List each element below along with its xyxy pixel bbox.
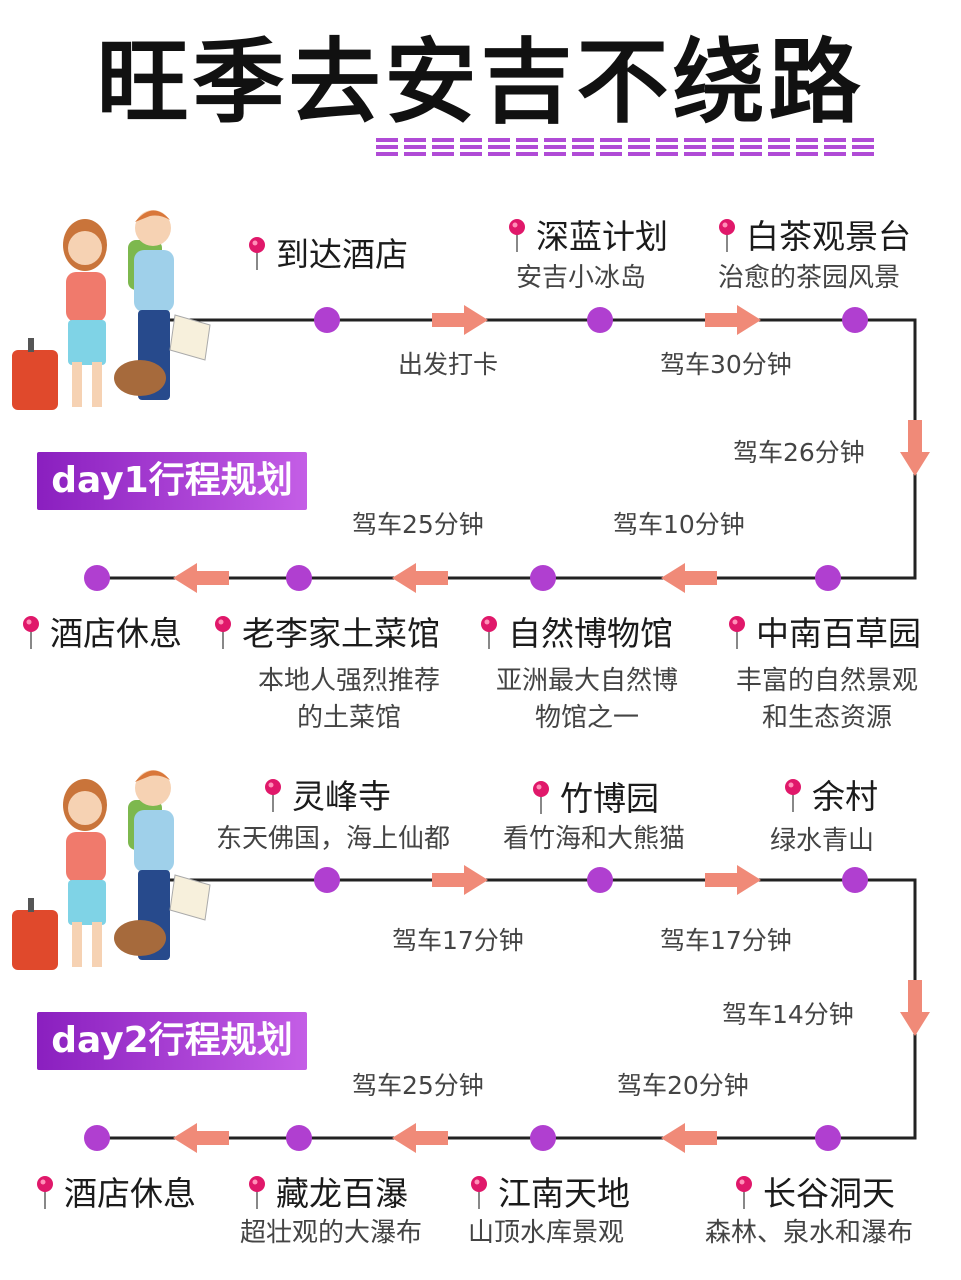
stop-label: 长谷洞天 — [735, 1167, 895, 1215]
left-arrow-icon — [392, 563, 448, 593]
stop-description-line: 丰富的自然景观 — [735, 666, 918, 696]
map-pin-icon — [729, 616, 745, 649]
travelers-illustration — [12, 210, 211, 410]
stop-label: 余村 — [784, 770, 878, 818]
stop-description: 亚洲最大自然博 物馆之一 — [487, 660, 687, 734]
drive-time: 驾车14分钟 — [722, 1000, 854, 1029]
stop-description: 东天佛国，海上仙都 — [216, 824, 451, 854]
day1-dots — [84, 307, 868, 591]
drive-time: 驾车25分钟 — [352, 510, 484, 539]
stop-name: 老李家土菜馆 — [242, 614, 440, 653]
day1-badge: day1行程规划 — [37, 452, 307, 510]
stop-name: 江南天地 — [498, 1174, 630, 1213]
map-pin-icon — [265, 779, 281, 812]
page-title: 旺季去安吉不绕路 — [96, 29, 865, 136]
drive-time: 驾车20分钟 — [617, 1071, 749, 1100]
drive-time: 驾车17分钟 — [392, 926, 524, 955]
stop-description-line: 的土菜馆 — [296, 703, 401, 733]
stop-label: 藏龙百瀑 — [248, 1167, 408, 1215]
stop-label: 酒店休息 — [22, 607, 182, 655]
map-pin-icon — [471, 1176, 487, 1209]
left-arrow-icon — [392, 1123, 448, 1153]
map-pin-icon — [533, 781, 549, 814]
drive-time: 驾车25分钟 — [352, 1071, 484, 1100]
map-pin-icon — [249, 237, 265, 270]
right-arrow-icon — [432, 305, 488, 335]
stop-name: 灵峰寺 — [292, 777, 391, 816]
map-pin-icon — [481, 616, 497, 649]
map-pin-icon — [785, 779, 801, 812]
stop-name: 酒店休息 — [64, 1174, 196, 1213]
stop-label: 白茶观景台 — [718, 210, 911, 258]
stop-description: 看竹海和大熊猫 — [503, 824, 686, 854]
stop-name: 酒店休息 — [50, 614, 182, 653]
map-pin-icon — [23, 616, 39, 649]
stop-description: 超壮观的大瀑布 — [240, 1218, 423, 1248]
map-pin-icon — [736, 1176, 752, 1209]
stop-label: 竹博园 — [532, 772, 659, 820]
stop-description-line: 和生态资源 — [761, 703, 892, 733]
drive-time: 出发打卡 — [398, 350, 499, 379]
stop-description: 绿水青山 — [770, 826, 875, 856]
drive-time: 驾车26分钟 — [733, 438, 865, 467]
right-arrow-icon — [705, 305, 761, 335]
day2-dots — [84, 867, 868, 1151]
title-underline — [376, 138, 876, 156]
stop-name: 余村 — [812, 777, 878, 816]
stop-label: 到达酒店 — [248, 228, 408, 276]
stop-label: 江南天地 — [470, 1167, 630, 1215]
down-arrow-icon — [900, 420, 930, 476]
stop-label: 中南百草园 — [728, 607, 921, 655]
stop-description: 丰富的自然景观 和生态资源 — [727, 660, 927, 734]
stop-name: 中南百草园 — [756, 614, 921, 653]
left-arrow-icon — [173, 1123, 229, 1153]
day2-badge: day2行程规划 — [37, 1012, 307, 1070]
stop-name: 藏龙百瀑 — [276, 1174, 408, 1213]
stop-description-line: 亚洲最大自然博 — [495, 666, 678, 696]
down-arrow-icon — [900, 980, 930, 1036]
right-arrow-icon — [432, 865, 488, 895]
drive-time: 驾车17分钟 — [660, 926, 792, 955]
stop-name: 白茶观景台 — [746, 217, 911, 256]
stop-name: 长谷洞天 — [763, 1174, 895, 1213]
stop-description: 森林、泉水和瀑布 — [705, 1218, 914, 1248]
left-arrow-icon — [661, 563, 717, 593]
left-arrow-icon — [661, 1123, 717, 1153]
stop-description: 安吉小冰岛 — [516, 263, 647, 293]
map-pin-icon — [215, 616, 231, 649]
left-arrow-icon — [173, 563, 229, 593]
right-arrow-icon — [705, 865, 761, 895]
stop-name: 深蓝计划 — [536, 217, 668, 256]
stop-name: 自然博物馆 — [508, 614, 673, 653]
stop-label: 深蓝计划 — [508, 210, 668, 258]
stop-label: 老李家土菜馆 — [214, 607, 440, 655]
stop-description-line: 本地人强烈推荐 — [257, 666, 440, 696]
stop-description-line: 物馆之一 — [534, 703, 639, 733]
map-pin-icon — [719, 219, 735, 252]
stop-label: 灵峰寺 — [264, 770, 391, 818]
stop-name: 到达酒店 — [276, 235, 408, 274]
stop-description: 本地人强烈推荐 的土菜馆 — [249, 660, 449, 734]
map-pin-icon — [249, 1176, 265, 1209]
travelers-illustration — [12, 770, 211, 970]
stop-name: 竹博园 — [560, 779, 659, 818]
stop-label: 酒店休息 — [36, 1167, 196, 1215]
stop-label: 自然博物馆 — [480, 607, 673, 655]
drive-time: 驾车30分钟 — [660, 350, 792, 379]
stop-description: 治愈的茶园风景 — [718, 263, 901, 293]
map-pin-icon — [37, 1176, 53, 1209]
map-pin-icon — [509, 219, 525, 252]
drive-time: 驾车10分钟 — [613, 510, 745, 539]
stop-description: 山顶水库景观 — [468, 1218, 625, 1248]
